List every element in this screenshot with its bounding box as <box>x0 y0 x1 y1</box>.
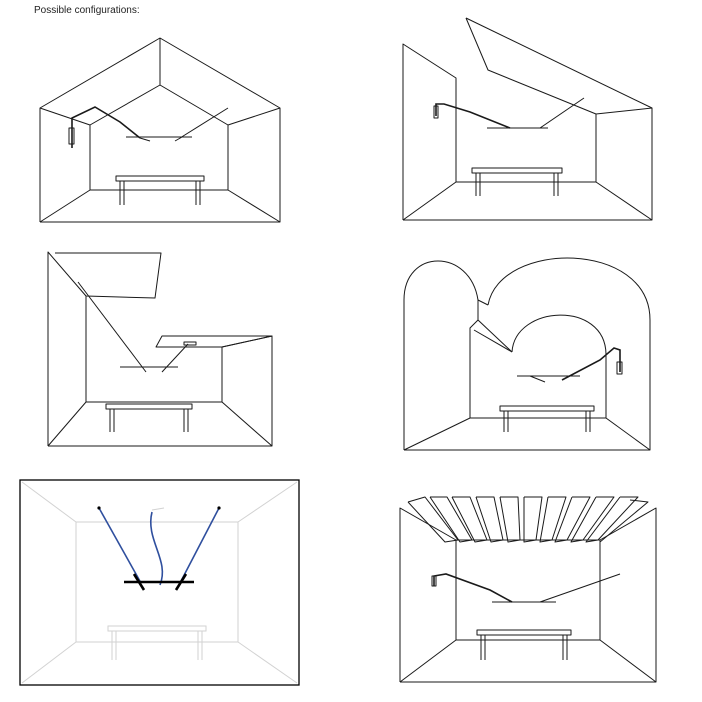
page-title: Possible configurations: <box>34 5 140 16</box>
